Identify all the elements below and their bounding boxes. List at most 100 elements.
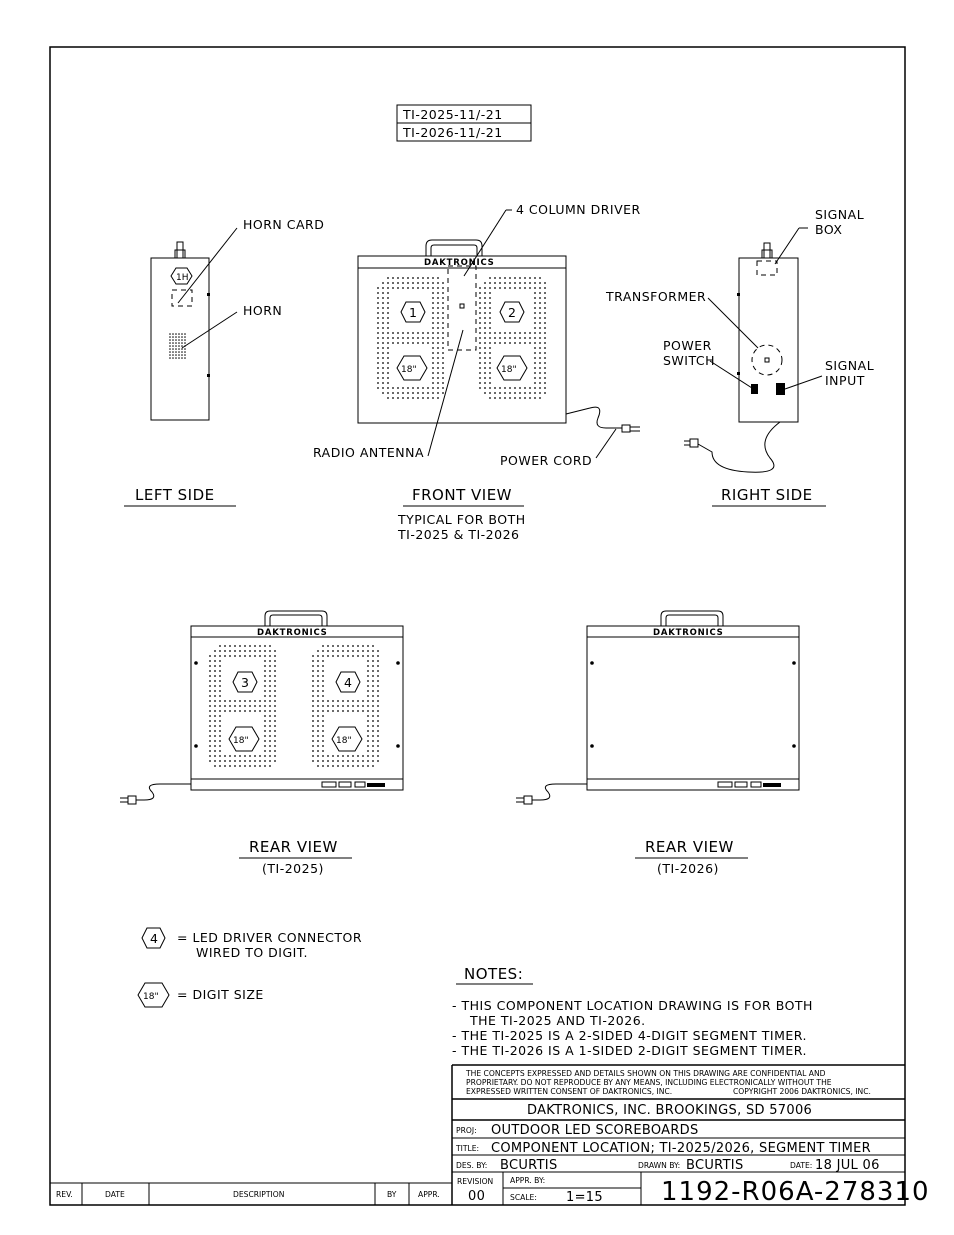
led-dot (337, 655, 339, 657)
led-dot (254, 705, 256, 707)
led-dot (432, 397, 434, 399)
led-dot (312, 660, 314, 662)
appr-header: APPR. (418, 1190, 440, 1199)
led-dot (327, 645, 329, 647)
led-dot (544, 337, 546, 339)
led-dot (539, 352, 541, 354)
led-dot (259, 705, 261, 707)
led-dot (214, 700, 216, 702)
led-dot (312, 675, 314, 677)
led-dot (337, 755, 339, 757)
led-dot (269, 690, 271, 692)
led-dot (184, 336, 186, 338)
led-dot (175, 348, 177, 350)
led-dot (178, 357, 180, 359)
led-dot (219, 760, 221, 762)
led-dot (397, 287, 399, 289)
led-dot (274, 655, 276, 657)
sheet-border (49, 46, 906, 1206)
led-dot (214, 725, 216, 727)
led-dot (332, 760, 334, 762)
signal-box-callout-2: BOX (815, 222, 842, 237)
led-dot (172, 354, 174, 356)
led-dot (269, 675, 271, 677)
led-dot (224, 755, 226, 757)
led-dot (377, 710, 379, 712)
rear-b-power-cord (532, 783, 587, 801)
led-dot (377, 352, 379, 354)
led-dot (347, 650, 349, 652)
rear-view-a-title: REAR VIEW (249, 838, 338, 856)
led-dot (229, 655, 231, 657)
power-cord-callout: POWER CORD (500, 453, 592, 468)
led-dot (209, 705, 211, 707)
led-dot (372, 670, 374, 672)
led-dot (347, 710, 349, 712)
led-dot (184, 354, 186, 356)
led-dot (372, 655, 374, 657)
led-dot (407, 337, 409, 339)
led-dot (317, 655, 319, 657)
led-dot (219, 690, 221, 692)
rear-b-brand: DAKTRONICS (653, 628, 724, 638)
led-dot (377, 735, 379, 737)
led-dot (269, 695, 271, 697)
led-dot (332, 710, 334, 712)
drawn-value: BCURTIS (686, 1158, 744, 1173)
led-dot (437, 392, 439, 394)
led-dot (544, 357, 546, 359)
led-dot (327, 760, 329, 762)
led-dot (437, 297, 439, 299)
led-dot (337, 645, 339, 647)
led-dot (322, 765, 324, 767)
led-dot (322, 725, 324, 727)
front-power-cord (565, 406, 622, 429)
led-dot (519, 277, 521, 279)
led-dot (234, 650, 236, 652)
led-dot (372, 645, 374, 647)
led-dot (327, 755, 329, 757)
led-dot (529, 397, 531, 399)
led-dot (209, 715, 211, 717)
led-dot (484, 322, 486, 324)
led-dot (377, 680, 379, 682)
led-dot (244, 650, 246, 652)
led-dot (209, 710, 211, 712)
led-dot (539, 297, 541, 299)
led-dot (387, 302, 389, 304)
led-dot (382, 347, 384, 349)
led-dot (169, 351, 171, 353)
led-dot (427, 392, 429, 394)
led-dot (489, 352, 491, 354)
led-dot (317, 675, 319, 677)
model-2: TI-2026-11/-21 (402, 125, 503, 140)
led-dot (494, 277, 496, 279)
led-dot (387, 307, 389, 309)
led-dot (499, 342, 501, 344)
led-dot (342, 700, 344, 702)
company-line: DAKTRONICS, INC. BROOKINGS, SD 57006 (527, 1103, 812, 1118)
led-dot (269, 750, 271, 752)
led-dot (432, 287, 434, 289)
led-dot (332, 655, 334, 657)
led-dot (372, 755, 374, 757)
led-dot (432, 332, 434, 334)
legend-connector-text-1: = LED DRIVER CONNECTOR (177, 930, 362, 945)
led-dot (184, 342, 186, 344)
led-dot (479, 302, 481, 304)
led-dot (274, 720, 276, 722)
led-dot (417, 387, 419, 389)
led-dot (234, 760, 236, 762)
led-dot (437, 332, 439, 334)
digit-3-tag-text: 3 (241, 675, 249, 690)
led-dot (422, 277, 424, 279)
led-dot (274, 760, 276, 762)
led-dot (479, 287, 481, 289)
led-dot (209, 745, 211, 747)
right-side-view: SIGNAL BOX TRANSFORMER POWER SWITCH SIGN… (605, 207, 874, 473)
led-dot (534, 337, 536, 339)
led-dot (544, 282, 546, 284)
front-note-1: TYPICAL FOR BOTH (397, 512, 526, 527)
led-dot (312, 685, 314, 687)
led-dot (239, 755, 241, 757)
